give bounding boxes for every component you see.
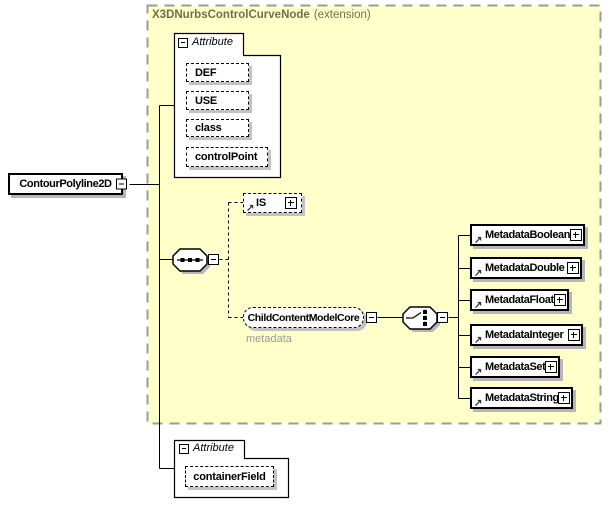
collapse-handle-icon[interactable] xyxy=(366,312,377,323)
sequence-compositor[interactable] xyxy=(172,248,212,280)
expand-handle-icon[interactable] xyxy=(545,361,557,373)
reference-arrow-icon: ↗ xyxy=(474,235,483,246)
element-metadataset[interactable]: ↗ MetadataSet xyxy=(470,356,560,378)
element-label: MetadataInteger xyxy=(485,329,564,341)
expand-handle-icon[interactable] xyxy=(558,392,570,404)
choice-icon xyxy=(406,309,427,327)
element-metadatafloat[interactable]: ↗ MetadataFloat xyxy=(470,289,569,311)
element-label: MetadataBoolean xyxy=(485,229,571,241)
attribute-label: DEF xyxy=(195,66,217,79)
element-metadatastring[interactable]: ↗ MetadataString xyxy=(470,387,573,409)
collapse-handle-icon[interactable] xyxy=(178,38,188,48)
element-label: MetadataSet xyxy=(485,361,546,373)
annotation-metadata: metadata xyxy=(246,333,292,345)
element-label: MetadataDouble xyxy=(485,262,565,274)
group-label: ChildContentModelCore xyxy=(247,311,360,324)
element-is[interactable]: ↗ IS xyxy=(243,193,302,214)
element-metadatadouble[interactable]: ↗ MetadataDouble xyxy=(470,257,582,279)
element-label: IS xyxy=(256,197,266,209)
attribute-label: containerField xyxy=(193,470,266,483)
reference-arrow-icon: ↗ xyxy=(246,203,255,214)
reference-arrow-icon: ↗ xyxy=(474,268,483,279)
reference-arrow-icon: ↗ xyxy=(474,300,483,311)
element-label: MetadataString xyxy=(485,392,559,404)
sequence-icon xyxy=(177,258,203,262)
element-contourpolyline2d[interactable]: ContourPolyline2D xyxy=(8,173,127,195)
attribute-class[interactable]: class xyxy=(186,119,249,137)
extension-title: X3DNurbsControlCurveNode(extension) xyxy=(152,9,371,21)
attribute-containerfield[interactable]: containerField xyxy=(185,466,274,487)
dashed-connectors xyxy=(219,202,244,318)
collapse-handle-icon[interactable] xyxy=(179,444,189,454)
group-childcontentmodelcore[interactable]: ChildContentModelCore xyxy=(243,307,364,328)
attribute-group-label: Attribute xyxy=(192,36,233,48)
attribute-def[interactable]: DEF xyxy=(186,63,249,82)
collapse-handle-icon[interactable] xyxy=(116,178,127,190)
expand-handle-icon[interactable] xyxy=(568,329,580,341)
attribute-use[interactable]: USE xyxy=(186,91,249,110)
collapse-handle-icon[interactable] xyxy=(208,254,219,265)
solid-connectors xyxy=(129,105,471,469)
attribute-label: class xyxy=(195,122,222,134)
attribute-group-label: Attribute xyxy=(193,442,234,454)
expand-handle-icon[interactable] xyxy=(285,197,297,209)
element-metadatainteger[interactable]: ↗ MetadataInteger xyxy=(470,324,583,346)
choice-compositor[interactable] xyxy=(402,306,442,338)
collapse-handle-icon[interactable] xyxy=(437,312,448,323)
expand-handle-icon[interactable] xyxy=(570,229,582,241)
expand-handle-icon[interactable] xyxy=(554,294,566,306)
extension-name: X3DNurbsControlCurveNode xyxy=(152,9,310,21)
attribute-controlpoint[interactable]: controlPoint xyxy=(186,147,268,167)
reference-arrow-icon: ↗ xyxy=(474,398,483,409)
extension-qualifier: (extension) xyxy=(313,9,371,21)
expand-handle-icon[interactable] xyxy=(567,262,579,274)
element-metadataboolean[interactable]: ↗ MetadataBoolean xyxy=(470,224,585,246)
attribute-label: controlPoint xyxy=(195,151,258,163)
reference-arrow-icon: ↗ xyxy=(474,367,483,378)
element-label: ContourPolyline2D xyxy=(19,178,112,190)
element-label: MetadataFloat xyxy=(485,294,554,306)
attribute-label: USE xyxy=(195,94,218,107)
reference-arrow-icon: ↗ xyxy=(474,335,483,346)
